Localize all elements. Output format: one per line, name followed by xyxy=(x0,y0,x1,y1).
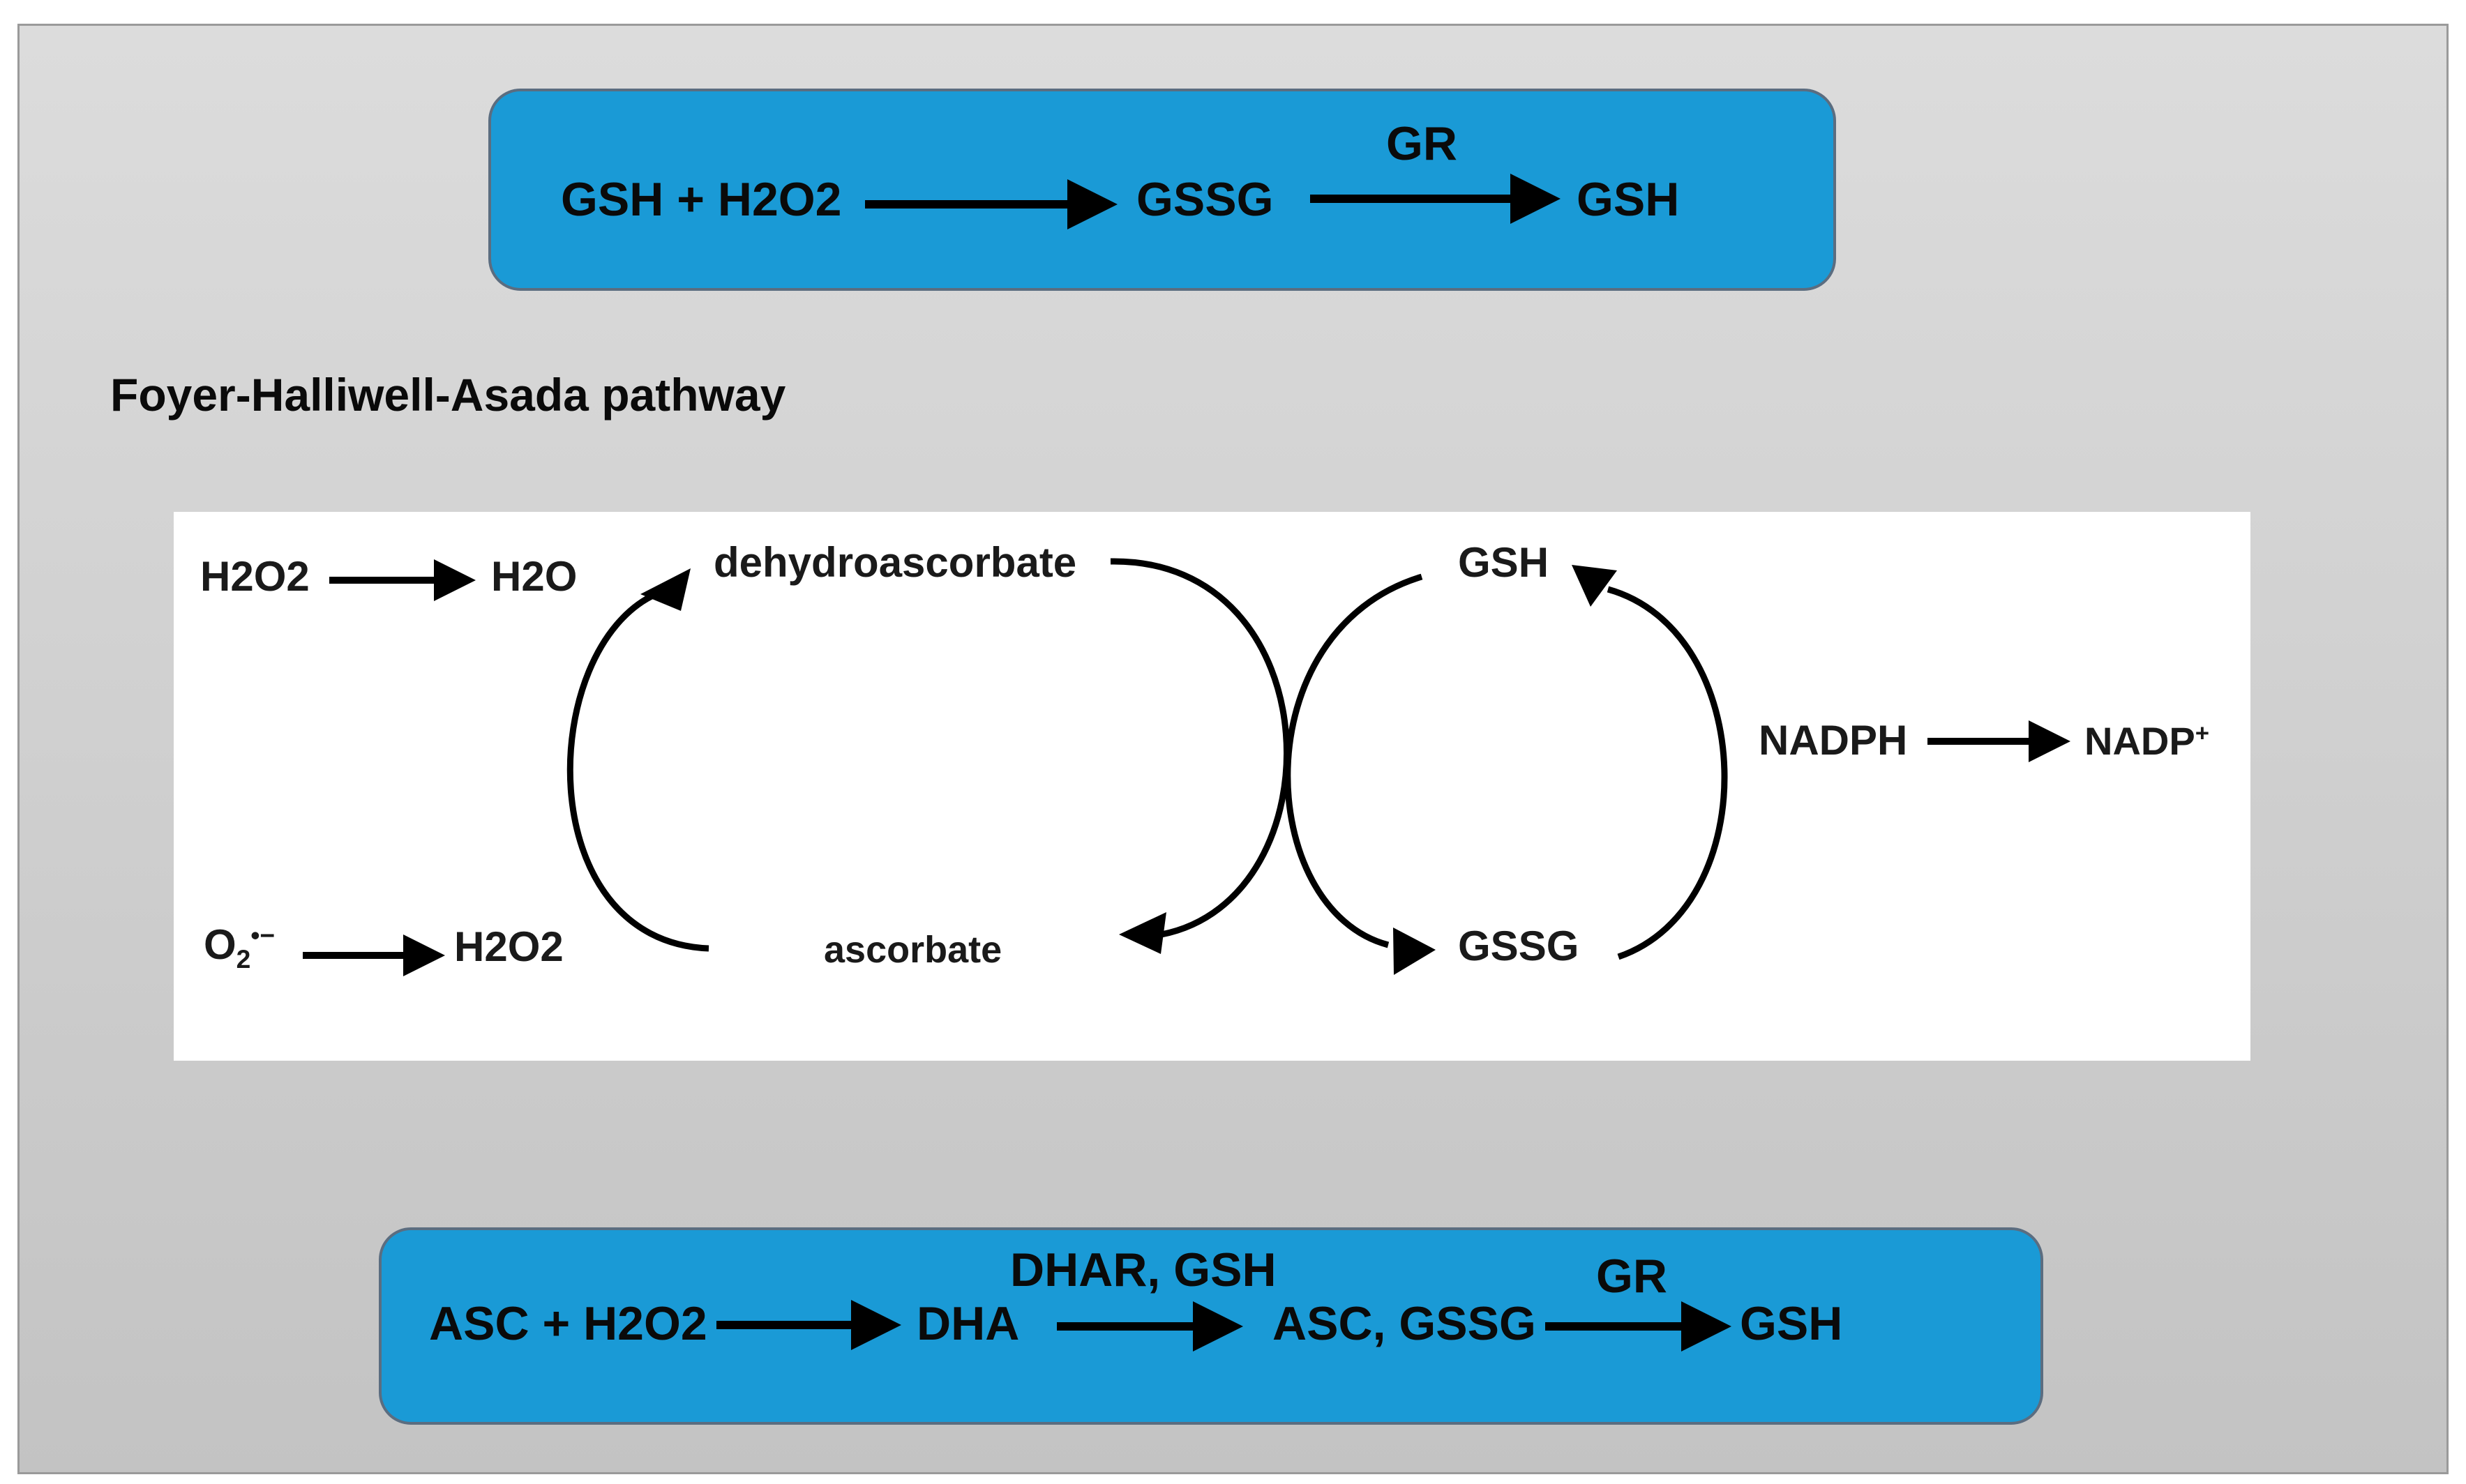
bottom-product-dha: DHA xyxy=(917,1297,1020,1350)
bottom-enzyme-gr: GR xyxy=(1596,1250,1667,1303)
ascorbate-to-dha-arrow xyxy=(566,568,709,952)
h2o2-label: H2O2 xyxy=(200,553,310,600)
pathway-title: Foyer-Halliwell-Asada pathway xyxy=(110,369,786,421)
pathway-diagram xyxy=(174,512,2250,1061)
bottom-product-asc-gssg: ASC, GSSG xyxy=(1272,1297,1536,1350)
bottom-enzyme-dhar-gsh: DHAR, GSH xyxy=(1010,1243,1277,1296)
top-reactants: GSH + H2O2 xyxy=(561,173,842,226)
gssg-to-gsh-arrow xyxy=(1572,565,1728,960)
top-product-gssg: GSSG xyxy=(1136,173,1274,226)
h2o2-product-label: H2O2 xyxy=(454,923,564,970)
superoxide-label: O2•− xyxy=(204,921,276,974)
bottom-reactants: ASC + H2O2 xyxy=(429,1297,707,1350)
dehydroascorbate-label: dehydroascorbate xyxy=(714,539,1077,586)
top-equation-box xyxy=(488,89,1836,291)
dha-to-ascorbate-arrow xyxy=(1110,558,1290,954)
top-product-gsh: GSH xyxy=(1577,173,1680,226)
ascorbate-label: ascorbate xyxy=(824,929,1002,971)
nadph-label: NADPH xyxy=(1759,717,1908,764)
gssg-label: GSSG xyxy=(1458,923,1579,969)
gsh-label: GSH xyxy=(1458,539,1549,586)
h2o-label: H2O xyxy=(491,553,578,600)
gsh-to-gssg-arrow xyxy=(1284,573,1436,975)
nadp-label: NADP+ xyxy=(2084,719,2209,763)
top-enzyme-gr: GR xyxy=(1386,117,1457,170)
bottom-product-gsh: GSH xyxy=(1740,1297,1843,1350)
